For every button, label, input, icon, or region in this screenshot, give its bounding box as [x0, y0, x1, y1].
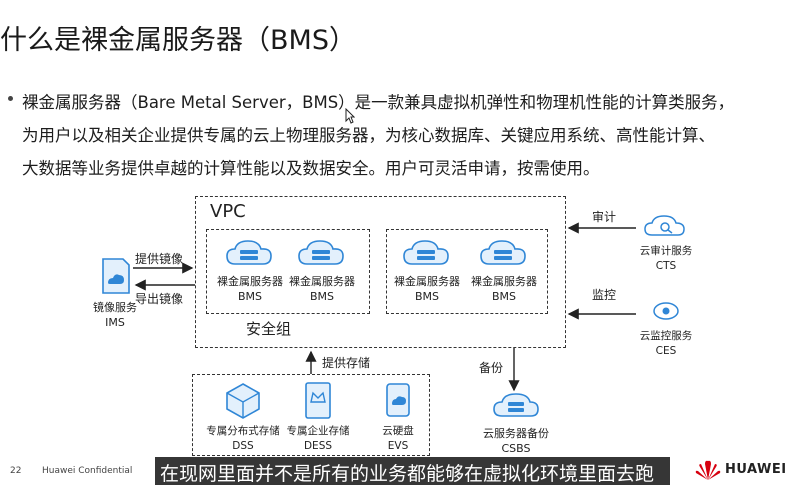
security-group-box-left — [206, 229, 370, 314]
bullet-dot — [8, 96, 13, 101]
cts-node: 云审计服务 CTS — [628, 210, 704, 274]
ces-name: 云监控服务 — [639, 330, 693, 342]
bullet-line-3: 大数据等业务提供卓越的计算性能以及数据安全。用户可灵活申请，按需使用。 — [22, 159, 600, 178]
evs-code: EVS — [387, 440, 409, 452]
backup-label: 备份 — [479, 361, 504, 375]
bms-server-icon — [298, 240, 344, 265]
cloud-audit-icon — [644, 215, 685, 236]
bms-node-code: BMS — [414, 290, 440, 303]
bms-server-icon — [480, 240, 526, 265]
storage-node-dess: 专属企业存储 DESS — [278, 380, 358, 454]
storage-node-evs: 云硬盘 EVS — [366, 380, 430, 454]
bms-node-name: 裸金属服务器 — [471, 275, 537, 288]
video-subtitle-bar — [155, 457, 670, 485]
security-group-label: 安全组 — [246, 320, 292, 338]
bms-node-name: 裸金属服务器 — [289, 275, 355, 288]
video-subtitle: 在现网里面并不是所有的业务都能够在虚拟化环境里面去跑 — [160, 463, 655, 485]
vpc-box — [195, 196, 566, 348]
bms-node-code: BMS — [491, 290, 517, 303]
cloud-monitor-icon — [653, 302, 679, 320]
ims-name: 镜像服务 — [93, 301, 137, 314]
provide-image-label: 提供镜像 — [135, 252, 184, 266]
provide-storage-label: 提供存储 — [322, 356, 371, 370]
dess-name: 专属企业存储 — [286, 425, 350, 437]
confidential-label: Huawei Confidential — [42, 466, 133, 476]
storage-node-dss: 专属分布式存储 DSS — [193, 380, 293, 454]
cloud-disk-icon — [386, 383, 410, 417]
bms-server-icon — [226, 240, 272, 265]
bms-node-3: 裸金属服务器 BMS — [390, 236, 464, 304]
brand-name: HUAWEI — [725, 462, 787, 477]
bms-node-code: BMS — [309, 290, 335, 303]
dess-code: DESS — [303, 440, 333, 452]
bms-node-4: 裸金属服务器 BMS — [467, 236, 541, 304]
bms-node-name: 裸金属服务器 — [394, 275, 460, 288]
csbs-node: 云服务器备份 CSBS — [476, 388, 556, 456]
enterprise-storage-icon — [305, 382, 331, 419]
slide-title: 什么是裸金属服务器（BMS） — [0, 25, 356, 56]
vpc-label: VPC — [210, 201, 246, 222]
monitor-label: 监控 — [592, 288, 617, 302]
evs-name: 云硬盘 — [382, 425, 414, 437]
image-service-icon — [102, 258, 130, 294]
ces-node: 云监控服务 CES — [628, 297, 704, 359]
export-image-label: 导出镜像 — [135, 292, 184, 306]
bullet-paragraph: 裸金属服务器（Bare Metal Server，BMS）是一款兼具虚拟机弹性和… — [22, 86, 800, 185]
csbs-code: CSBS — [501, 442, 531, 455]
page-number: 22 — [10, 466, 22, 476]
security-group-box-right — [386, 229, 548, 314]
ims-node: 镜像服务 IMS — [82, 256, 148, 330]
mouse-cursor-icon — [345, 108, 355, 124]
audit-label: 审计 — [592, 210, 617, 224]
huawei-logo-icon — [695, 460, 721, 480]
ims-code: IMS — [105, 316, 125, 329]
bms-node-2: 裸金属服务器 BMS — [285, 236, 359, 304]
bms-server-icon — [403, 240, 449, 265]
bullet-line-1: 裸金属服务器（Bare Metal Server，BMS）是一款兼具虚拟机弹性和… — [22, 93, 735, 112]
bms-node-code: BMS — [237, 290, 263, 303]
csbs-name: 云服务器备份 — [483, 427, 549, 440]
bms-node-1: 裸金属服务器 BMS — [213, 236, 287, 304]
cts-name: 云审计服务 — [639, 245, 693, 257]
bms-node-name: 裸金属服务器 — [217, 275, 283, 288]
storage-box — [192, 374, 430, 456]
cts-code: CTS — [655, 260, 677, 272]
bullet-line-2: 为用户以及相关企业提供专属的云上物理服务器，为核心数据库、关键应用系统、高性能计… — [22, 126, 715, 145]
ces-code: CES — [655, 345, 677, 357]
dss-code: DSS — [232, 440, 254, 452]
distributed-storage-icon — [226, 383, 260, 419]
dss-name: 专属分布式存储 — [206, 425, 280, 437]
server-backup-icon — [493, 393, 539, 417]
